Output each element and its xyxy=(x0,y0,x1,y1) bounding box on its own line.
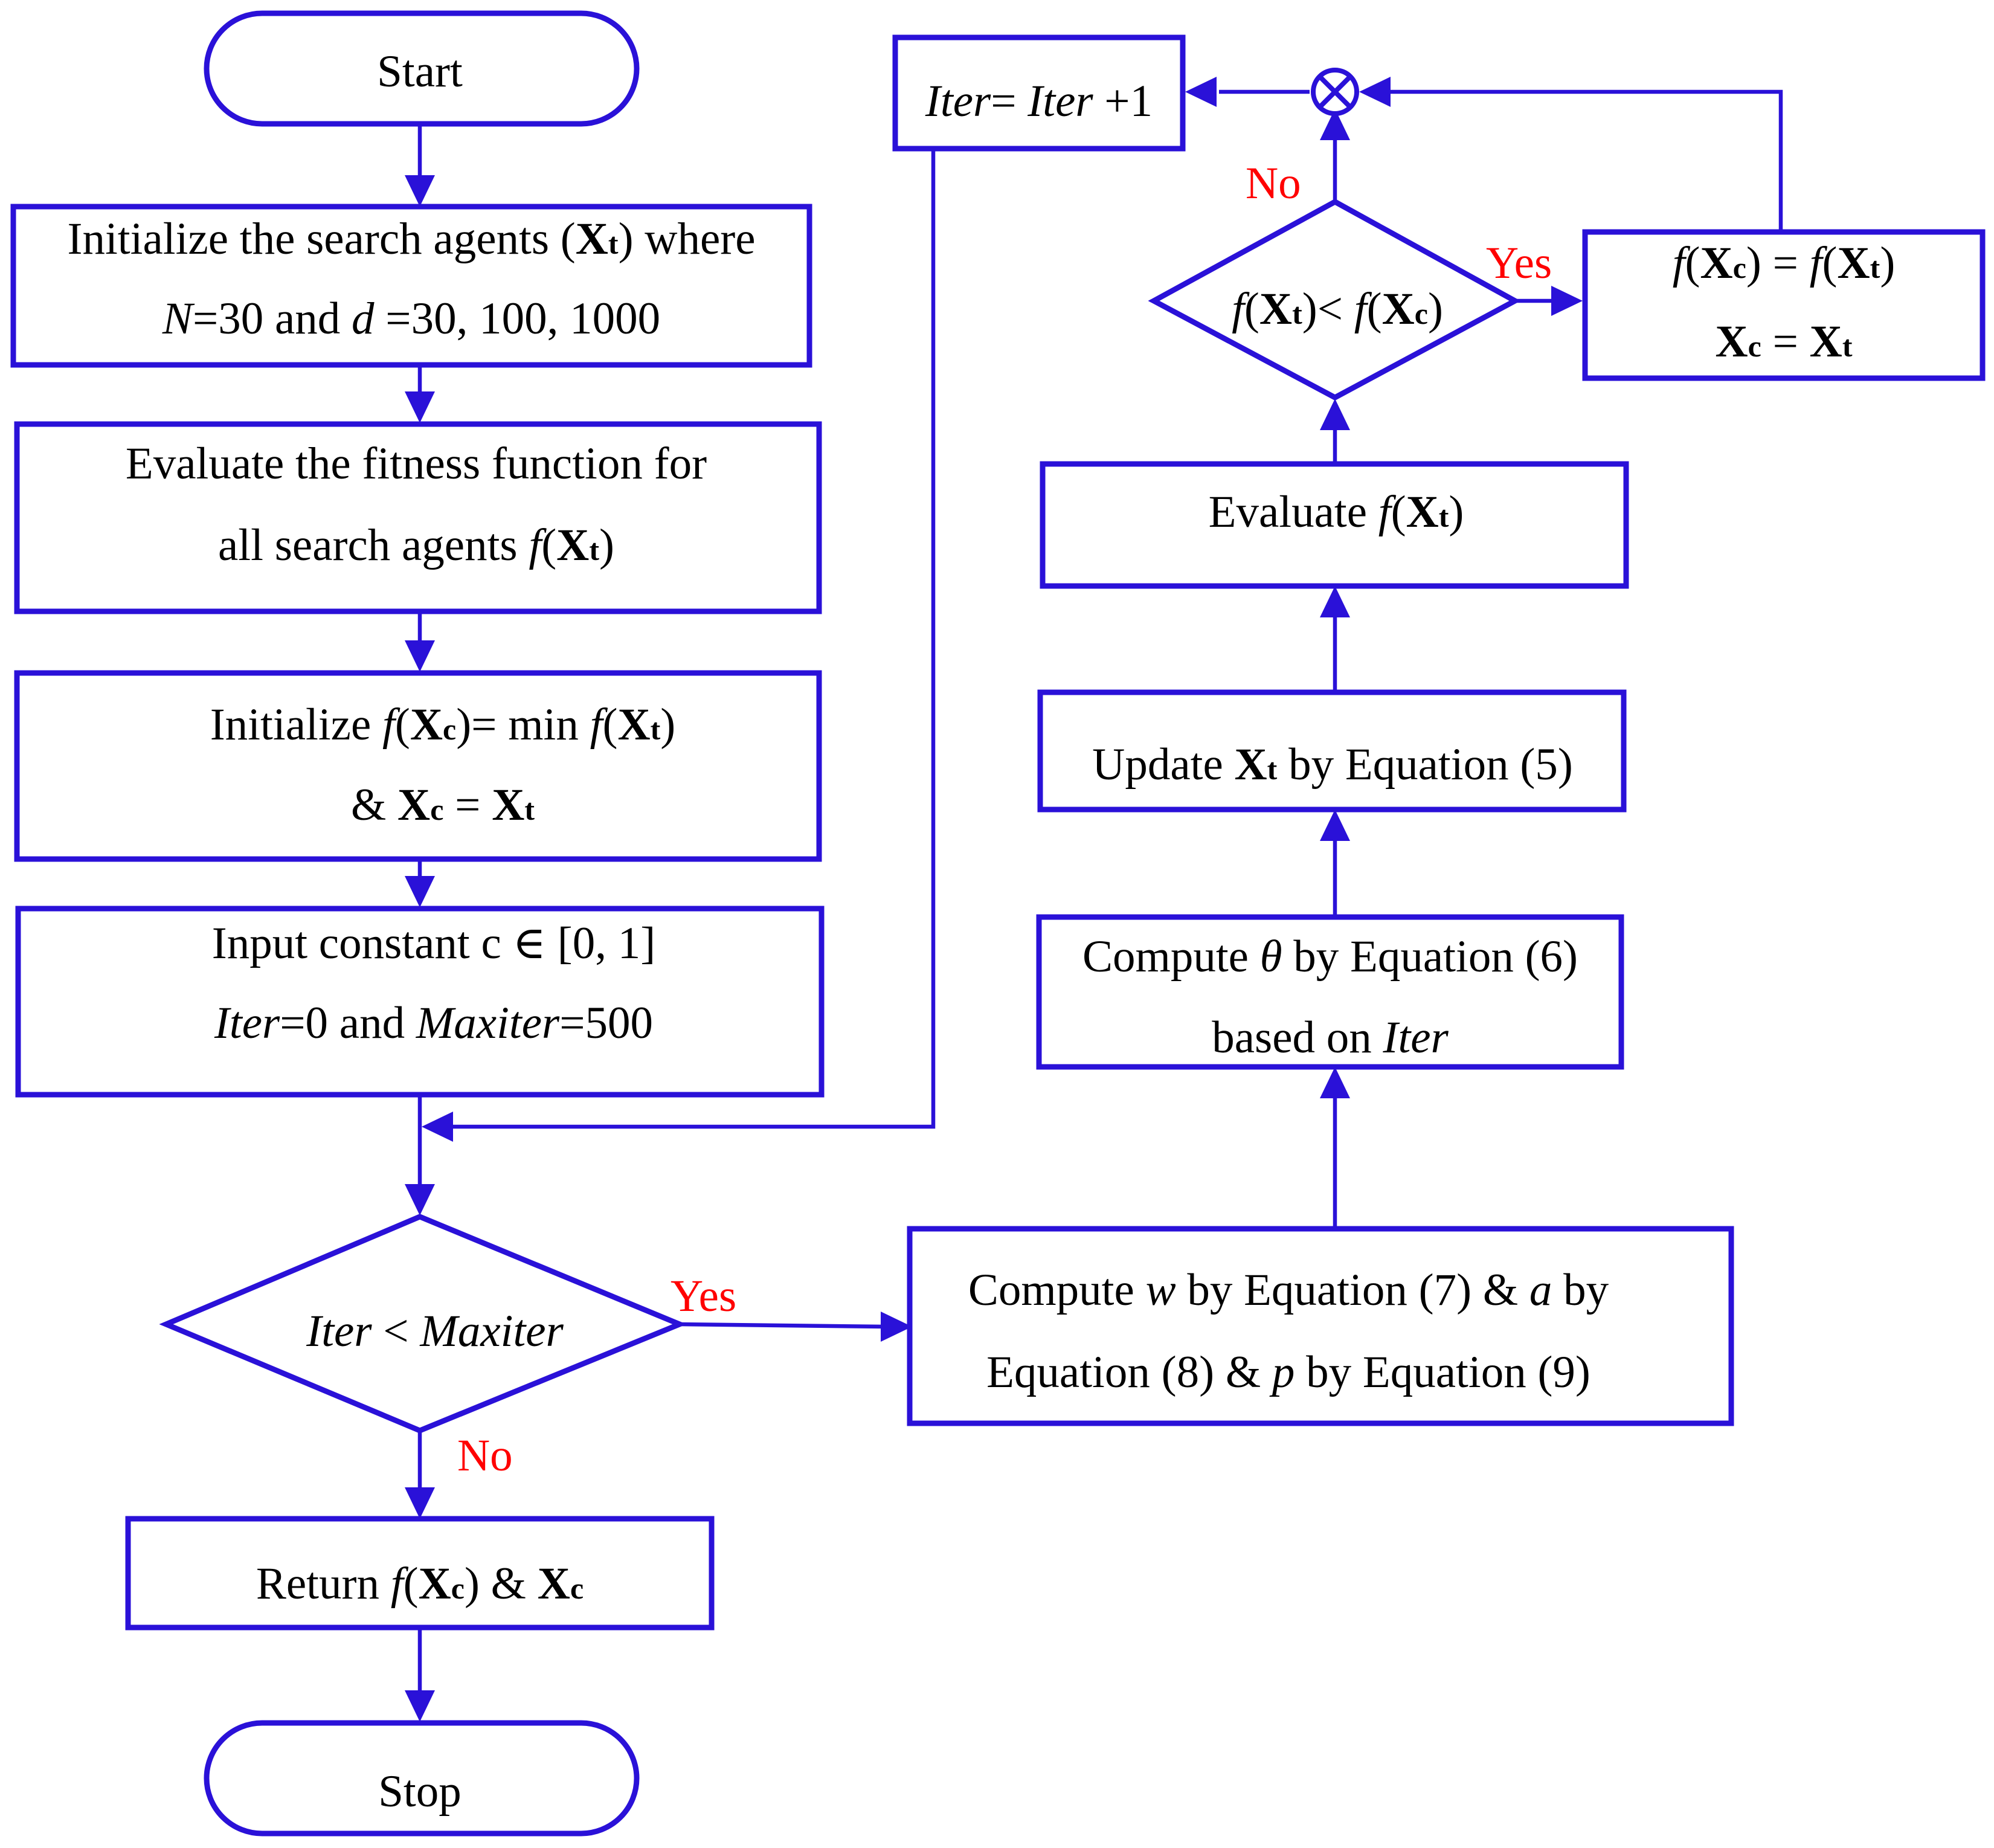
compute-theta-box: Compute θ by Equation (6) based on Iter xyxy=(1036,914,1624,1070)
edge-loop-back xyxy=(447,149,936,1129)
decision-best-label: f(Xt)< f(Xc) xyxy=(1232,284,1443,334)
start-label: Start xyxy=(377,47,463,97)
arrowhead-loop-back xyxy=(422,1112,453,1142)
arrowhead-best-yes xyxy=(1551,286,1583,316)
decision-main-label: Iter < Maxiter xyxy=(306,1306,564,1356)
evaluate-box: Evaluate f(Xt) xyxy=(1040,461,1629,589)
edge-updatebest-to-junction xyxy=(1383,89,1783,232)
input-constant-box: Input constant c ∈ [0, 1] Iter=0 and Max… xyxy=(15,906,825,1098)
edge-main-yes xyxy=(679,1322,886,1329)
update-best-line2: Xc = Xt xyxy=(1715,317,1852,367)
init-agents-line1: Initialize the search agents (Xt) where xyxy=(67,214,755,264)
stop-label: Stop xyxy=(378,1766,462,1817)
init-best-line1: Initialize f(Xc)= min f(Xt) xyxy=(210,700,676,750)
arrowhead-main-no xyxy=(405,1487,435,1519)
input-constant-line2: Iter=0 and Maxiter=500 xyxy=(214,998,653,1048)
update-best-line1: f(Xc) = f(Xt) xyxy=(1673,238,1896,288)
stop-terminal: Stop xyxy=(204,1720,640,1837)
arrowhead-eval-to-initbest xyxy=(405,640,435,672)
arrowhead-updatebest-to-junction xyxy=(1359,77,1391,107)
start-terminal: Start xyxy=(204,10,640,127)
arrowhead-junction-to-increment xyxy=(1185,77,1217,107)
arrowhead-theta-to-update xyxy=(1320,810,1350,841)
init-best-box: Initialize f(Xc)= min f(Xt) & Xc = Xt xyxy=(14,670,822,862)
arrowhead-input-to-decision xyxy=(405,1184,435,1215)
compute-wap-box: Compute w by Equation (7) & a by Equatio… xyxy=(907,1226,1734,1426)
evaluate-label: Evaluate f(Xt) xyxy=(1209,487,1464,537)
init-best-line2: & Xc = Xt xyxy=(351,780,535,830)
arrowhead-init-to-eval xyxy=(405,391,435,423)
return-box: Return f(Xc) & Xc xyxy=(125,1516,715,1631)
main-no-label: No xyxy=(457,1431,513,1481)
update-box: Update Xt by Equation (5) xyxy=(1037,689,1627,813)
compute-theta-line2: based on Iter xyxy=(1212,1013,1449,1063)
input-constant-line1: Input constant c ∈ [0, 1] xyxy=(212,918,656,968)
arrowhead-wap-to-theta xyxy=(1320,1067,1350,1098)
best-yes-label: Yes xyxy=(1486,238,1552,288)
arrowhead-initbest-to-input xyxy=(405,876,435,907)
increment-label: Iter= Iter +1 xyxy=(925,76,1153,126)
update-label: Update Xt by Equation (5) xyxy=(1092,739,1573,790)
edges xyxy=(405,77,1783,1722)
compute-wap-line1: Compute w by Equation (7) & a by xyxy=(968,1265,1609,1315)
summing-junction-icon xyxy=(1311,68,1359,116)
arrowhead-evaluate-to-decision xyxy=(1320,399,1350,430)
compute-wap-line2: Equation (8) & p by Equation (9) xyxy=(986,1347,1590,1397)
eval-fitness-box: Evaluate the fitness function for all se… xyxy=(14,421,822,614)
eval-fitness-line1: Evaluate the fitness function for xyxy=(126,439,707,489)
init-agents-line2: N=30 and d =30, 100, 1000 xyxy=(162,294,660,344)
return-label: Return f(Xc) & Xc xyxy=(256,1559,584,1609)
main-yes-label: Yes xyxy=(671,1271,736,1321)
decision-fitness-compare: f(Xt)< f(Xc) xyxy=(1148,198,1521,401)
best-no-label: No xyxy=(1246,158,1301,208)
decision-iter-lt-maxiter: Iter < Maxiter xyxy=(159,1214,687,1434)
arrowhead-update-to-evaluate xyxy=(1320,586,1350,617)
compute-theta-line1: Compute θ by Equation (6) xyxy=(1082,932,1578,982)
init-agents-box: Initialize the search agents (Xt) where … xyxy=(10,204,812,368)
arrowhead-start-to-init xyxy=(405,175,435,207)
arrowhead-best-no xyxy=(1320,109,1350,140)
arrowhead-main-yes xyxy=(881,1312,912,1342)
increment-box: Iter= Iter +1 xyxy=(892,34,1186,152)
update-best-box: f(Xc) = f(Xt) Xc = Xt xyxy=(1582,229,1986,381)
arrowhead-return-to-stop xyxy=(405,1690,435,1722)
eval-fitness-line2: all search agents f(Xt) xyxy=(218,520,614,570)
